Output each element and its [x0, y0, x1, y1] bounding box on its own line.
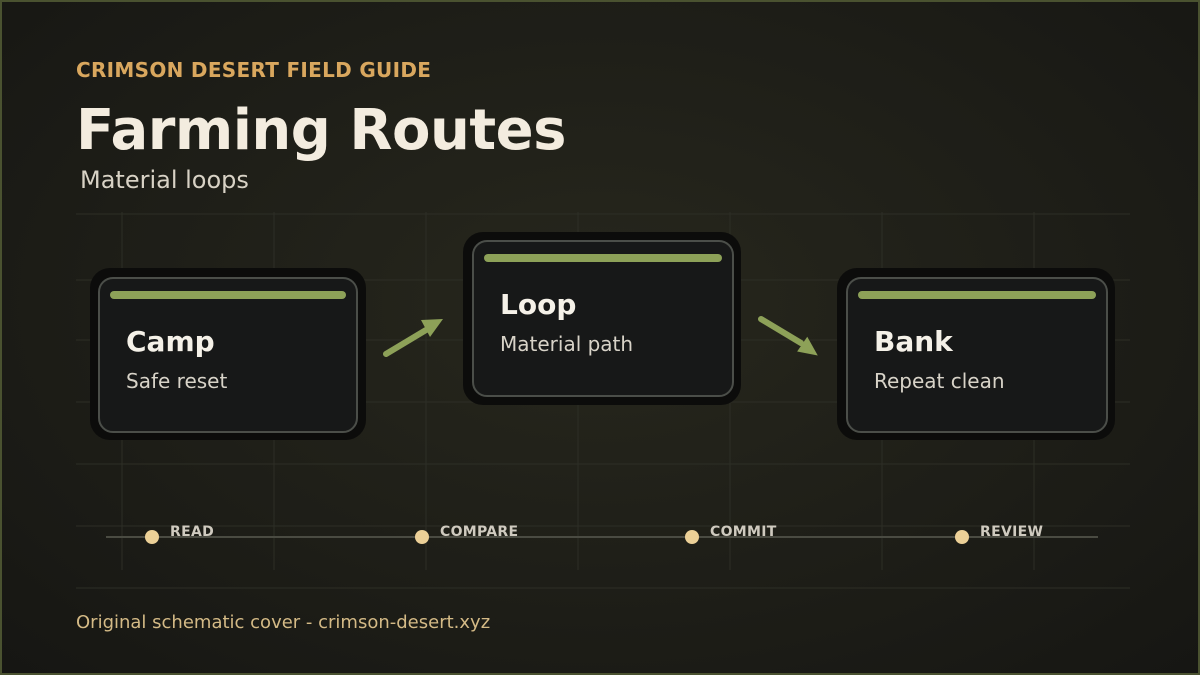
node-name-loop: Loop [500, 288, 577, 321]
footer-credit: Original schematic cover - crimson-deser… [76, 612, 491, 633]
node-card-bank: Bank Repeat clean [846, 277, 1108, 433]
step-dot-compare [415, 530, 429, 544]
step-label-read: READ [170, 524, 214, 540]
step-label-commit: COMMIT [710, 524, 777, 540]
step-label-review: REVIEW [980, 524, 1044, 540]
eyebrow-label: CRIMSON DESERT FIELD GUIDE [76, 58, 432, 82]
node-card-camp: Camp Safe reset [98, 277, 358, 433]
step-dot-commit [685, 530, 699, 544]
card-accent-bar [110, 291, 346, 299]
arrow-loop-to-bank [758, 316, 818, 356]
card-accent-bar [858, 291, 1096, 299]
node-desc-camp: Safe reset [126, 369, 228, 393]
arrow-camp-to-loop [383, 319, 443, 357]
page-title: Farming Routes [76, 98, 566, 163]
step-dot-review [955, 530, 969, 544]
step-dot-read [145, 530, 159, 544]
step-label-compare: COMPARE [440, 524, 519, 540]
card-accent-bar [484, 254, 722, 262]
page-subtitle: Material loops [80, 166, 249, 194]
node-name-bank: Bank [874, 325, 953, 358]
node-desc-bank: Repeat clean [874, 369, 1005, 393]
node-desc-loop: Material path [500, 332, 634, 356]
node-name-camp: Camp [126, 325, 215, 358]
node-card-loop: Loop Material path [472, 240, 734, 397]
